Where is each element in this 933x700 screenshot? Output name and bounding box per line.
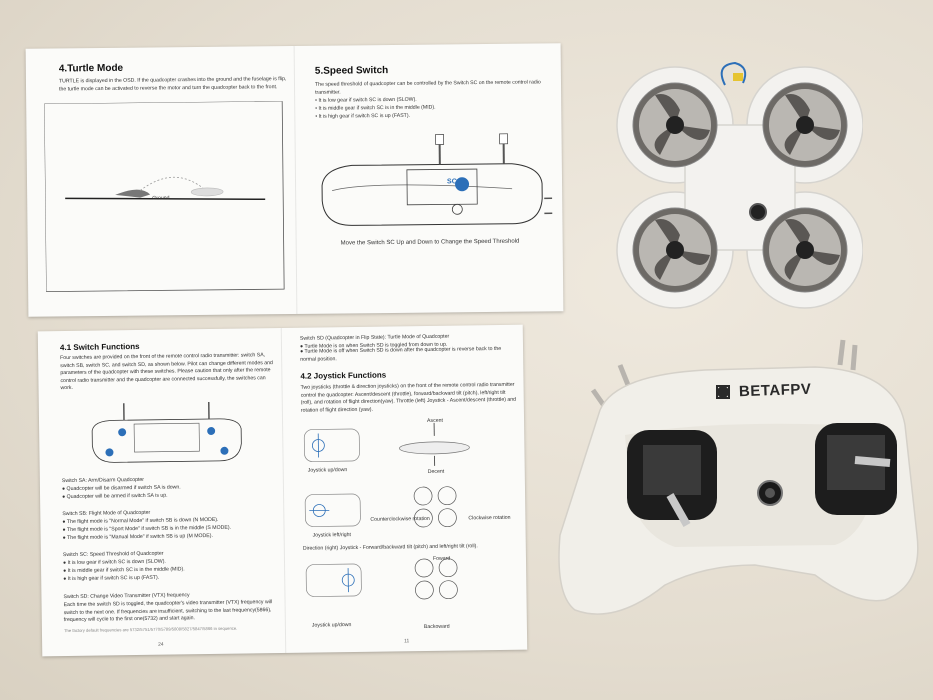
drone-photo <box>616 61 863 309</box>
sa-item-1: ● Quadcopter will be disarmed if switch … <box>61 484 181 493</box>
forward-label: Foward <box>432 555 451 562</box>
controller-photo <box>558 339 919 615</box>
switch-functions-intro: Four switches are provided on the front … <box>60 352 273 392</box>
backward-label: Backoward <box>423 623 450 631</box>
speed-heading: 5.Speed Switch <box>314 65 389 77</box>
page-fold <box>293 45 298 314</box>
sb-item-2: ● The flight mode is "Sport Mode" if swi… <box>62 524 232 534</box>
sc-item-1: ● It is low gear if switch SC is down (S… <box>62 558 166 567</box>
sd-body: Each time the switch SD is toggled, the … <box>63 599 273 624</box>
switch-diagram <box>91 402 242 463</box>
page-number-right: 11 <box>404 638 410 645</box>
speed-bullet-2: • It is middle gear if switch SC is in t… <box>315 104 436 112</box>
sc-item-2: ● It is middle gear if switch SC is in t… <box>63 566 185 575</box>
speed-intro: The speed threshold of quadcopter can be… <box>314 79 541 96</box>
sc-label: SC <box>446 178 457 186</box>
sa-item-2: ● Quadcopter will be armed if switch SA … <box>62 492 168 501</box>
speed-bullet-1: • It is low gear if switch SC is down (S… <box>315 96 417 104</box>
sb-title: Switch SB: Flight Mode of Quadcopter <box>62 509 151 518</box>
page-number-left: 24 <box>158 641 164 648</box>
sa-title: Switch SA: Arm/Disarm Quadcopter <box>61 476 145 485</box>
joystick-updown-label-2: Joystick up/down <box>311 622 352 629</box>
sd-title: Switch SD: Change Video Transmitter (VTX… <box>63 592 190 601</box>
joystick-body: Two joysticks (throttle & direction joys… <box>300 381 517 414</box>
speed-bullet-3: • It is high gear if switch SC is up (FA… <box>315 112 411 120</box>
controller-brand-logo: BETAFPV <box>738 380 812 401</box>
turtle-heading: 4.Turtle Mode <box>58 62 124 75</box>
ground-label: Ground <box>152 195 170 202</box>
manual-top-spread: 4.Turtle Mode TURTLE is displayed in the… <box>25 43 564 317</box>
manual-bottom-spread: 4.1 Switch Functions Four switches are p… <box>37 324 528 657</box>
turtle-diagram <box>44 101 285 293</box>
cw-label: Clockwise rotation <box>468 514 511 522</box>
sb-item-1: ● The flight mode is "Normal Mode" if sw… <box>62 516 219 526</box>
page-fold <box>280 327 287 653</box>
joystick-updown-label: Joystick up/down <box>307 467 348 474</box>
decent-label: Decent <box>427 468 445 475</box>
speed-caption: Move the Switch SC Up and Down to Change… <box>340 238 520 247</box>
speed-switch-diagram <box>321 133 553 226</box>
sd-flip-item-2: ● Turtle Mode is off when Switch SD is d… <box>300 345 502 363</box>
factory-note: The factory default frequencies are 5732… <box>63 625 238 634</box>
joystick-leftright-label: Joystick left/right <box>312 532 352 539</box>
sc-item-3: ● It is high gear if switch SC is up (FA… <box>63 574 160 583</box>
sb-item-3: ● The flight mode is "Manual Mode" if sw… <box>62 532 213 542</box>
sd-flip-intro: Switch SD (Quadcopter in Flip State): Tu… <box>299 333 450 342</box>
joystick-heading: 4.2 Joystick Functions <box>300 370 387 381</box>
switch-functions-heading: 4.1 Switch Functions <box>59 341 140 353</box>
ccw-label: Counterclockwise rotation <box>370 515 430 523</box>
joystick-diagrams <box>303 422 470 600</box>
ascent-label: Ascent <box>427 417 443 424</box>
turtle-body: TURTLE is displayed in the OSD. If the q… <box>58 76 287 93</box>
sc-title: Switch SC: Speed Threshold of Quadcopter <box>62 550 164 559</box>
